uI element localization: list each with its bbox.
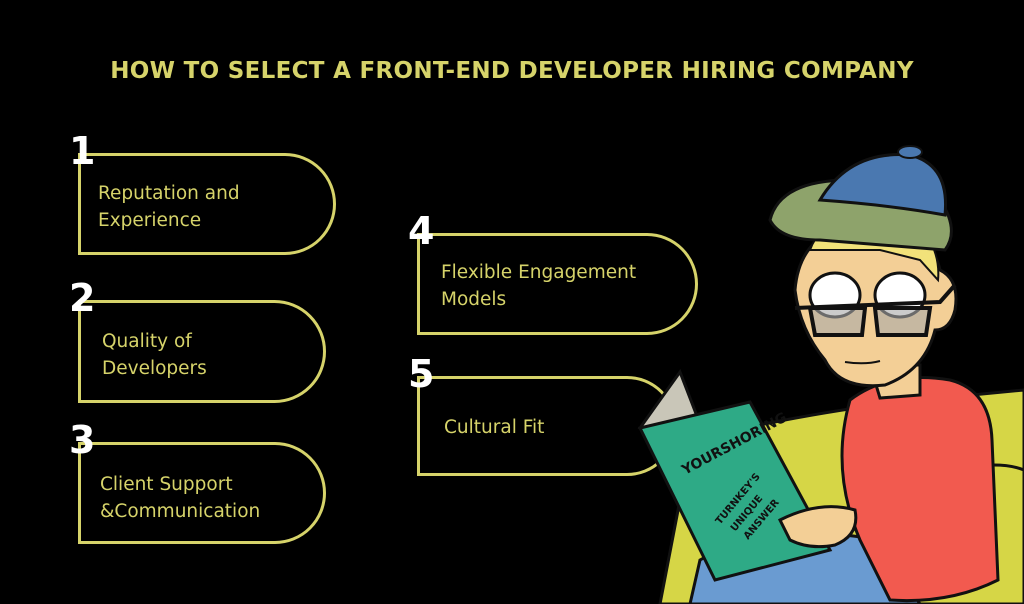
step-3: 3 Client Support &Communication	[69, 421, 326, 544]
step-label: Flexible Engagement Models	[441, 262, 637, 310]
step-2: 2 Quality of Developers	[69, 279, 326, 403]
step-number: 3	[69, 418, 96, 462]
step-label: Reputation and Experience	[98, 183, 240, 231]
step-4: 4 Flexible Engagement Models	[408, 212, 698, 335]
step-5: 5 Cultural Fit	[408, 355, 677, 476]
step-1: 1 Reputation and Experience	[69, 132, 336, 255]
step-label: Client Support &Communication	[100, 474, 261, 522]
step-label: Cultural Fit	[444, 417, 545, 438]
step-label: Quality of Developers	[102, 331, 207, 379]
step-number: 4	[408, 209, 435, 253]
reader-illustration: YOURSHORING TURNKEY'S UNIQUE ANSWER	[637, 145, 1024, 604]
step-number: 5	[408, 352, 435, 396]
step-number: 2	[69, 276, 96, 320]
step-number: 1	[69, 129, 96, 173]
page-title: HOW TO SELECT A FRONT-END DEVELOPER HIRI…	[110, 58, 914, 84]
